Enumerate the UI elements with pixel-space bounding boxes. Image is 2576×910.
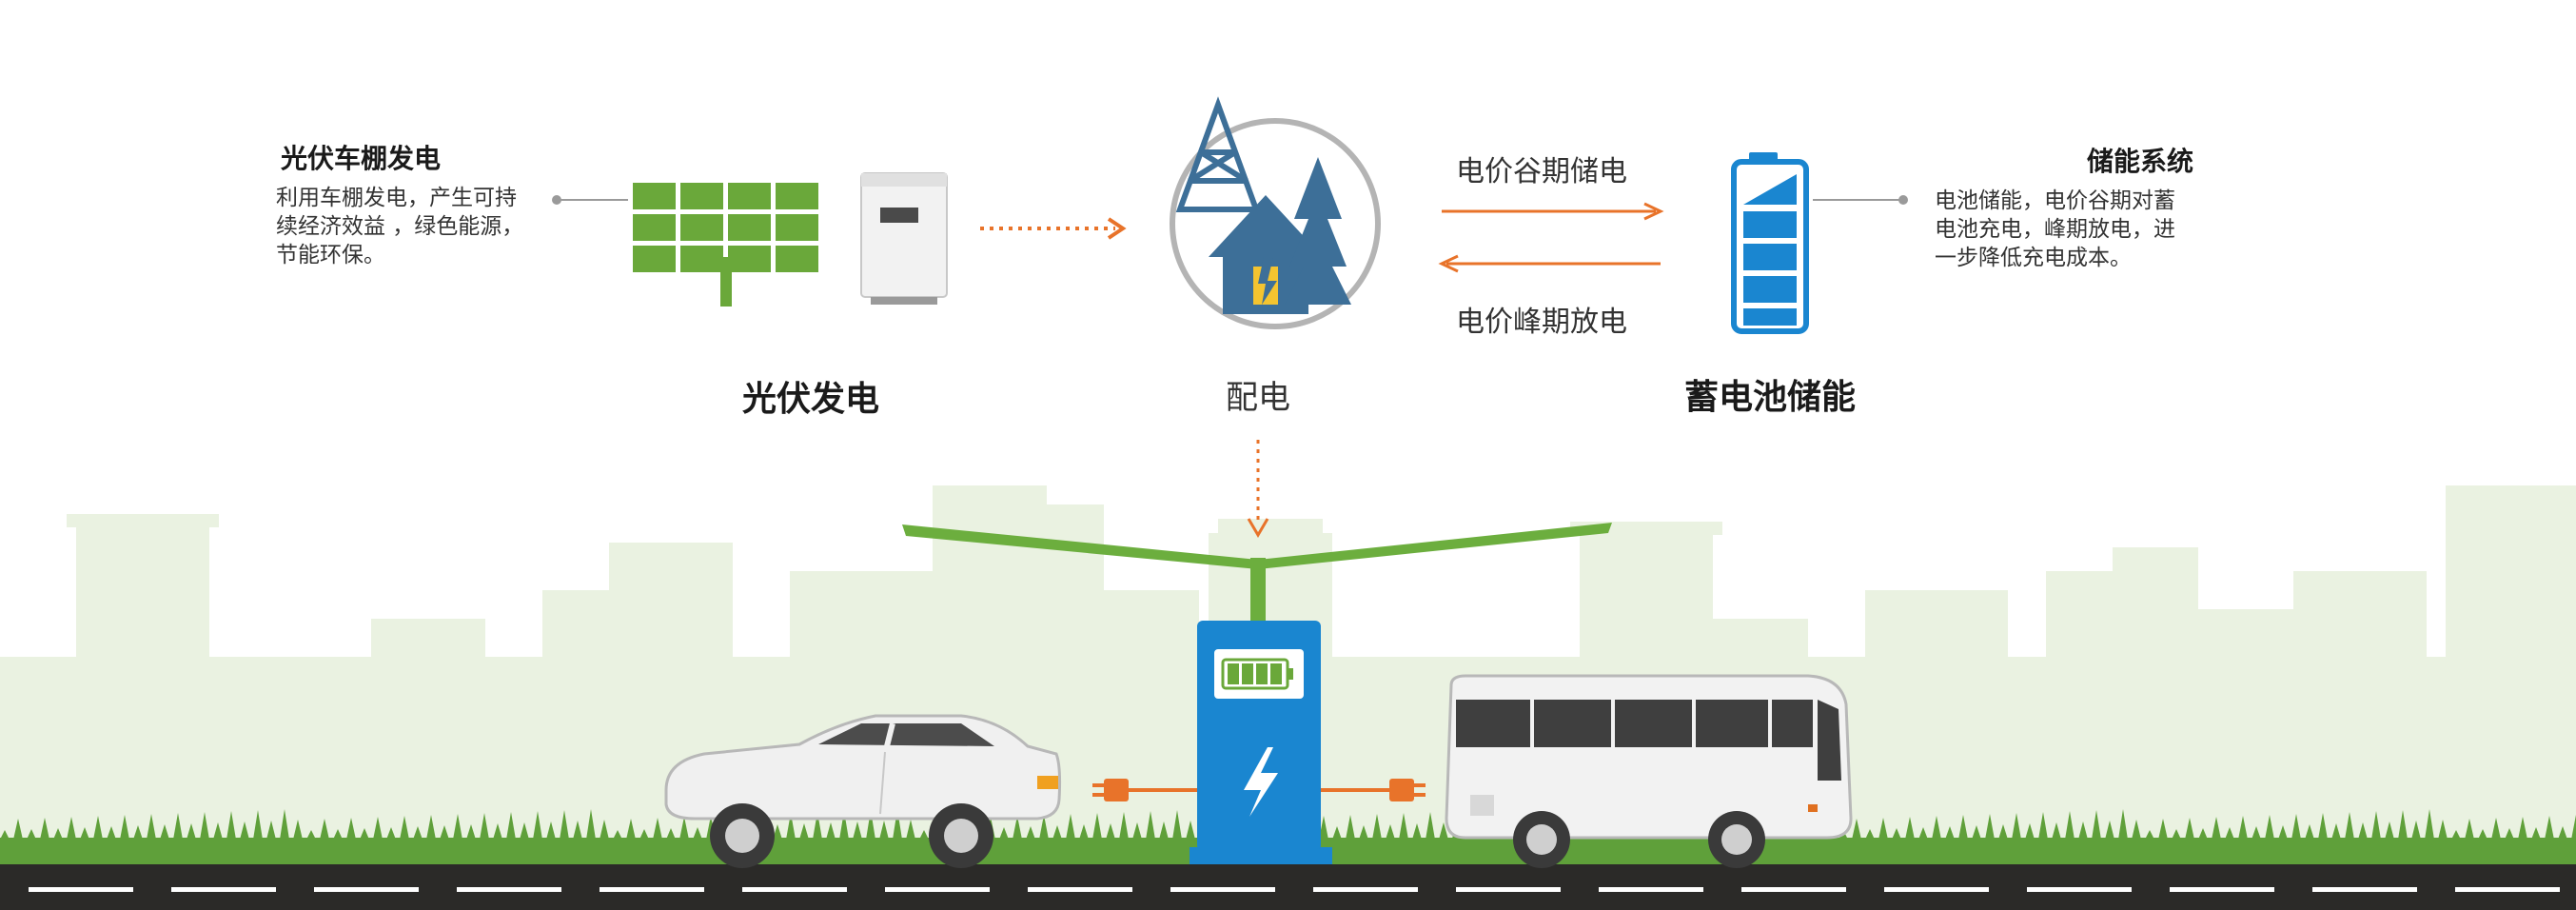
left-panel-description: 利用车棚发电，产生可持 续经济效益 ，绿色能源， 节能环保。 <box>276 184 561 269</box>
callout-line-left <box>552 195 628 205</box>
arrow-charge-offpeak <box>1442 202 1664 221</box>
road-dash <box>1599 887 1703 892</box>
lightning-icon <box>1244 747 1278 817</box>
plug-icon-left <box>1092 779 1197 801</box>
power-grid-icon <box>1170 96 1381 329</box>
road-dash <box>600 887 704 892</box>
label-discharge-peak: 电价峰期放电 <box>1456 306 1627 339</box>
right-panel-description: 电池储能，电价谷期对蓄 电池充电，峰期放电，进 一步降低充电成本。 <box>1935 187 2220 272</box>
road-dash <box>29 887 133 892</box>
road-dash <box>314 887 419 892</box>
road-dash <box>1170 887 1275 892</box>
flow-arrow-grid-to-canopy <box>1247 440 1269 538</box>
road-dash <box>1741 887 1846 892</box>
road-dash <box>2027 887 2132 892</box>
car-icon <box>664 714 1062 868</box>
callout-line-right <box>1813 195 1908 205</box>
road-dash <box>457 887 561 892</box>
road-dash <box>1313 887 1418 892</box>
left-panel-title: 光伏车棚发电 <box>281 143 442 174</box>
solar-panel-icon <box>633 183 818 307</box>
road-dash <box>2312 887 2417 892</box>
right-desc-line: 一步降低充电成本。 <box>1935 246 2132 270</box>
solar-canopy <box>902 523 1612 623</box>
label-charge-offpeak: 电价谷期储电 <box>1456 155 1627 188</box>
label-solar: 光伏发电 <box>742 380 880 419</box>
inverter-icon <box>860 172 948 305</box>
ev-charger-icon <box>1190 621 1332 864</box>
road-dash <box>1456 887 1561 892</box>
label-battery: 蓄电池储能 <box>1684 378 1857 417</box>
left-desc-line: 利用车棚发电，产生可持 <box>276 186 517 210</box>
bus-icon <box>1445 674 1853 868</box>
road-dash <box>2455 887 2560 892</box>
left-desc-line: 节能环保。 <box>276 243 385 267</box>
right-desc-line: 电池储能，电价谷期对蓄 <box>1935 188 2175 213</box>
road-dash <box>1884 887 1989 892</box>
road-dash <box>171 887 276 892</box>
plug-icon-right <box>1321 779 1426 801</box>
battery-icon <box>1731 152 1809 334</box>
label-distribution: 配电 <box>1226 379 1290 417</box>
road-dash <box>885 887 990 892</box>
road <box>0 864 2576 910</box>
road-dash <box>2170 887 2274 892</box>
arrow-discharge-peak <box>1438 254 1661 273</box>
right-desc-line: 电池充电，峰期放电，进 <box>1935 217 2175 242</box>
road-dash <box>1028 887 1132 892</box>
flow-arrow-solar-to-grid <box>980 217 1127 240</box>
right-panel-title: 储能系统 <box>2087 146 2194 177</box>
road-dash <box>742 887 847 892</box>
left-desc-line: 续经济效益 ，绿色能源， <box>276 214 524 239</box>
